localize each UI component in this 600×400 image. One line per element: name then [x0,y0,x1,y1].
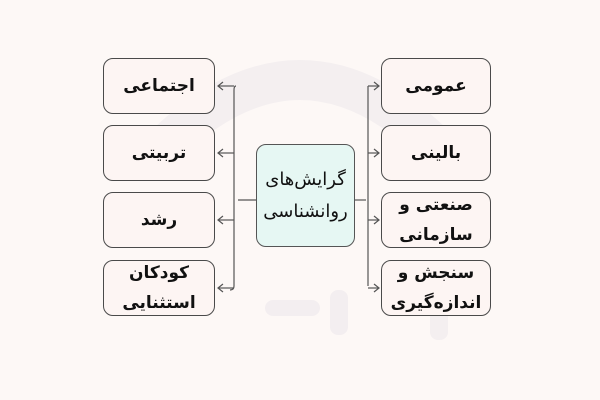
node-label: تربیتی [131,143,187,163]
node-general: عمومی [381,58,491,114]
node-clinical: بالینی [381,125,491,181]
center-node-label: گرایش‌های روانشناسی [263,168,348,222]
center-node: گرایش‌های روانشناسی [256,144,355,247]
node-label: رشد [140,210,178,230]
node-social: اجتماعی [103,58,215,114]
node-industrial-organizational: صنعتی و سازمانی [381,192,491,248]
node-measurement: سنجش و اندازه‌گیری [381,260,491,316]
node-label: اجتماعی [123,76,195,96]
node-label: عمومی [405,76,467,96]
node-exceptional-children: کودکان استثنایی [103,260,215,316]
node-label: صنعتی و سازمانی [399,195,473,245]
node-label: کودکان استثنایی [122,263,196,313]
node-educational: تربیتی [103,125,215,181]
node-developmental: رشد [103,192,215,248]
node-label: سنجش و اندازه‌گیری [390,263,482,313]
node-label: بالینی [410,143,462,163]
